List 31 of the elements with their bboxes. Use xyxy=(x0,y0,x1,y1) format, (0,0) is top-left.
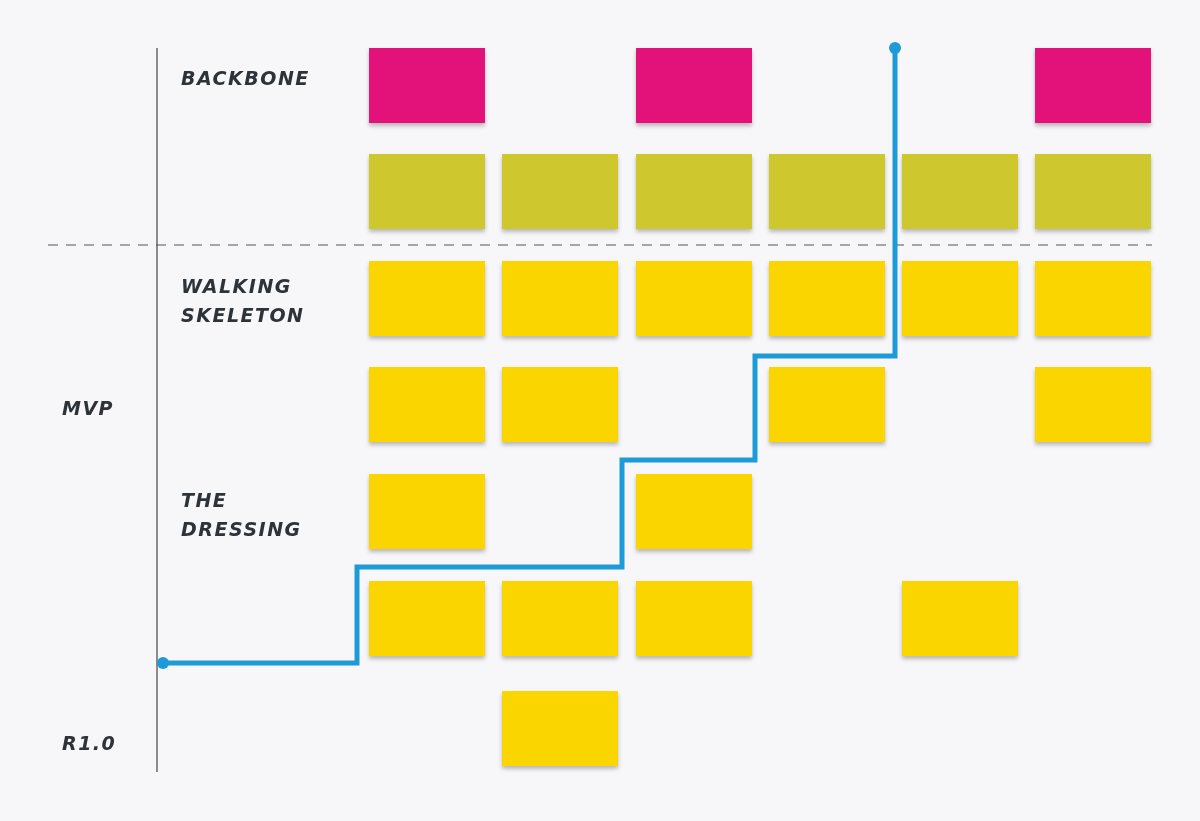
sticky-note xyxy=(636,154,752,229)
row-label: MVP xyxy=(62,396,116,421)
sticky-note xyxy=(1035,48,1151,123)
sticky-note xyxy=(502,581,618,656)
sticky-note xyxy=(502,154,618,229)
sticky-note xyxy=(769,261,885,336)
row-label: THE DRESSING xyxy=(181,488,303,542)
sticky-note xyxy=(369,581,485,656)
sticky-note xyxy=(769,154,885,229)
sticky-note xyxy=(902,261,1018,336)
row-label: R1.0 xyxy=(62,731,118,756)
sticky-note xyxy=(902,581,1018,656)
sticky-note xyxy=(369,48,485,123)
sticky-note xyxy=(502,691,618,766)
sticky-note xyxy=(369,261,485,336)
sticky-note xyxy=(1035,261,1151,336)
sticky-note xyxy=(502,367,618,442)
sticky-note xyxy=(902,154,1018,229)
sticky-note xyxy=(1035,154,1151,229)
sticky-note xyxy=(636,474,752,549)
sticky-note xyxy=(369,474,485,549)
row-label: BACKBONE xyxy=(181,66,311,91)
sticky-note xyxy=(636,581,752,656)
row-label: WALKING SKELETON xyxy=(181,274,306,328)
sticky-note xyxy=(636,48,752,123)
sticky-note xyxy=(369,367,485,442)
sticky-note xyxy=(369,154,485,229)
sticky-note xyxy=(769,367,885,442)
sticky-note xyxy=(502,261,618,336)
sticky-note xyxy=(636,261,752,336)
sticky-note xyxy=(1035,367,1151,442)
